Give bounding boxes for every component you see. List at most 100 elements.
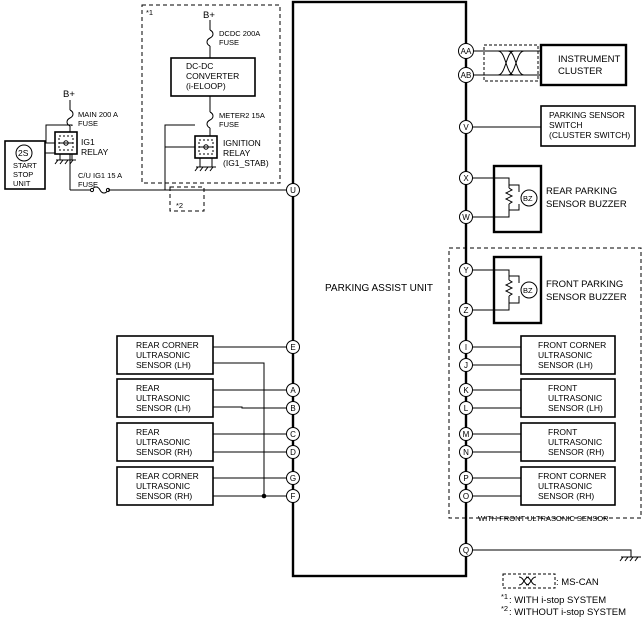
front-buzzer-label-1: FRONT PARKING: [546, 279, 623, 290]
rear-rh-label-2: ULTRASONIC: [136, 437, 190, 447]
pin-Y: Y: [459, 263, 473, 277]
ignition-relay-label-3: (IG1_STAB): [223, 158, 269, 168]
rear-corner-rh-label-1: REAR CORNER: [136, 471, 199, 481]
meter2-fuse-label-2: FUSE: [219, 120, 239, 129]
parking-assist-unit-box: [291, 0, 468, 578]
svg-text:L: L: [464, 404, 469, 413]
pin-B: B: [286, 401, 300, 415]
front-rh-label-2: ULTRASONIC: [548, 437, 602, 447]
parking-switch-label-2: SWITCH: [549, 120, 583, 130]
front-rh-sensor-box: [520, 422, 616, 462]
rear-rh-label-1: REAR: [136, 427, 160, 437]
svg-text:U: U: [290, 186, 296, 195]
pin-M: M: [459, 427, 473, 441]
ignition-relay-label-1: IGNITION: [223, 138, 261, 148]
pin-L: L: [459, 401, 473, 415]
rear-sensors: REAR CORNER ULTRASONIC SENSOR (LH) REAR …: [116, 335, 288, 506]
svg-text:G: G: [290, 474, 296, 483]
svg-text:Y: Y: [463, 266, 469, 275]
pin-G: G: [286, 471, 300, 485]
right-side-devices: INSTRUMENT CLUSTER PARKING SENSOR SWITCH…: [448, 43, 642, 562]
pin-F: F: [286, 489, 300, 503]
rear-corner-lh-label-2: ULTRASONIC: [136, 350, 190, 360]
rear-corner-rh-sensor-box: [116, 466, 214, 506]
svg-text:P: P: [463, 474, 468, 483]
pin-O: O: [459, 489, 473, 503]
front-corner-rh-sensor-box: [520, 466, 616, 506]
rear-rh-sensor-box: [116, 422, 214, 462]
pin-D: D: [286, 445, 300, 459]
front-buzzer-icon: [520, 281, 538, 299]
pin-C: C: [286, 427, 300, 441]
front-corner-rh-label-1: FRONT CORNER: [538, 471, 606, 481]
pin-J: J: [459, 358, 473, 372]
main-fuse-symbol: [66, 109, 74, 127]
legend: : MS-CAN *1 : WITH i-stop SYSTEM *2 : WI…: [501, 573, 626, 618]
cu-ig1-fuse-label-2: FUSE: [78, 180, 98, 189]
svg-text:X: X: [463, 174, 469, 183]
pin-U: U: [286, 183, 300, 197]
rear-lh-label-3: SENSOR (LH): [136, 403, 191, 413]
meter2-fuse-symbol: [206, 111, 214, 129]
rear-lh-label-2: ULTRASONIC: [136, 393, 190, 403]
rear-lh-label-1: REAR: [136, 383, 160, 393]
svg-text:AB: AB: [461, 71, 472, 80]
front-lh-label-1: FRONT: [548, 383, 577, 393]
svg-text:Q: Q: [463, 546, 469, 555]
parking-switch-label-3: (CLUSTER SWITCH): [549, 130, 630, 140]
pin-I: I: [459, 340, 473, 354]
rear-buzzer-label-1: REAR PARKING: [546, 186, 617, 197]
front-corner-lh-label-2: ULTRASONIC: [538, 350, 592, 360]
rear-buzzer-label-2: SENSOR BUZZER: [546, 199, 627, 210]
svg-text:E: E: [290, 343, 295, 352]
start-stop-unit-label-1: START: [13, 161, 37, 170]
legend-mscan: : MS-CAN: [556, 577, 599, 588]
svg-text:AA: AA: [461, 47, 472, 56]
start-stop-unit-symbol: [15, 144, 33, 162]
rear-buzzer-icon: [520, 189, 538, 207]
start-stop-unit-label-2: STOP: [13, 170, 33, 179]
ig1-relay-label-1: IG1: [81, 137, 95, 147]
pin-V: V: [459, 120, 473, 134]
dcdc-label-3: (i-ELOOP): [186, 81, 226, 91]
front-rh-label-1: FRONT: [548, 427, 577, 437]
pin-AB: AB: [458, 67, 474, 83]
dcdc-fuse-label-1: DCDC 200A: [219, 29, 260, 38]
svg-text:D: D: [290, 448, 296, 457]
svg-text:I: I: [465, 343, 467, 352]
rear-corner-lh-sensor-box: [116, 335, 214, 375]
front-corner-rh-label-2: ULTRASONIC: [538, 481, 592, 491]
svg-text:V: V: [463, 123, 469, 132]
pin-Z: Z: [459, 303, 473, 317]
ig1-relay-ground-icon: [54, 159, 76, 165]
parking-switch-label-1: PARKING SENSOR: [549, 110, 625, 120]
rear-corner-rh-label-3: SENSOR (RH): [136, 491, 192, 501]
meter2-fuse-label-1: METER2 15A: [219, 111, 265, 120]
start-stop-unit-symbol-text: 2S: [18, 148, 29, 158]
pin-X: X: [459, 171, 473, 185]
istop-group-frame: [141, 4, 281, 184]
rear-corner-lh-label-3: SENSOR (LH): [136, 360, 191, 370]
legend-note1-mark: *1: [501, 592, 508, 601]
parking-sensor-switch-box: [540, 105, 636, 147]
dcdc-fuse-symbol: [206, 29, 214, 47]
front-lh-label-3: SENSOR (LH): [548, 403, 603, 413]
istop-group-mark: *1: [146, 8, 153, 17]
start-stop-unit-label-3: UNIT: [13, 179, 31, 188]
pin-W: W: [459, 210, 473, 224]
instrument-cluster-label-2: CLUSTER: [558, 66, 602, 77]
dcdc-fuse-label-2: FUSE: [219, 38, 239, 47]
svg-text:A: A: [290, 386, 296, 395]
svg-text:W: W: [462, 213, 470, 222]
parking-assist-unit-label: PARKING ASSIST UNIT: [325, 283, 433, 294]
ignition-relay-label-2: RELAY: [223, 148, 251, 158]
no-istop-jumper-frame: [169, 186, 205, 212]
front-lh-label-2: ULTRASONIC: [548, 393, 602, 403]
cu-ig1-fuse-label-1: C/U IG1 15 A: [78, 171, 122, 180]
mscan-legend-icon: [502, 573, 556, 589]
mscan-twist-symbol: [483, 44, 539, 82]
svg-text:Z: Z: [464, 306, 469, 315]
svg-text:K: K: [463, 386, 469, 395]
no-istop-jumper-mark: *2: [176, 201, 183, 210]
